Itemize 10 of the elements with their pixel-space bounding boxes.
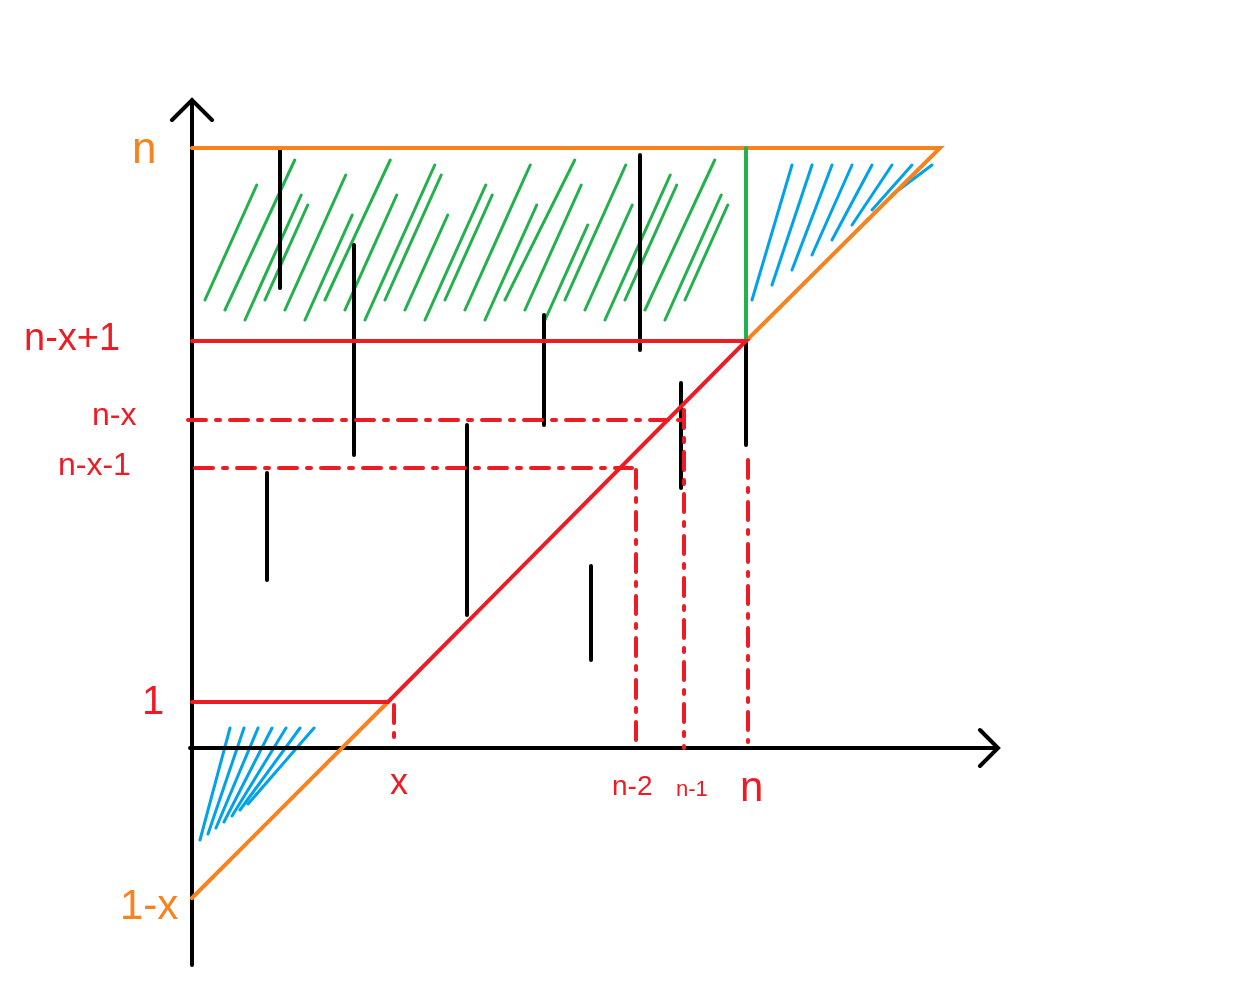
axis-label: n-2 <box>612 772 653 800</box>
axis-label: n-x-1 <box>58 448 131 480</box>
axis-label: n-x+1 <box>24 318 121 356</box>
axis-label: x <box>390 764 408 800</box>
axis-label: 1 <box>142 680 165 720</box>
axis-label: n <box>132 126 157 170</box>
axis-label: n-x <box>92 398 137 430</box>
axis-label: n <box>740 766 764 808</box>
axis-label: n-1 <box>676 778 708 800</box>
axis-label: 1-x <box>120 884 179 926</box>
